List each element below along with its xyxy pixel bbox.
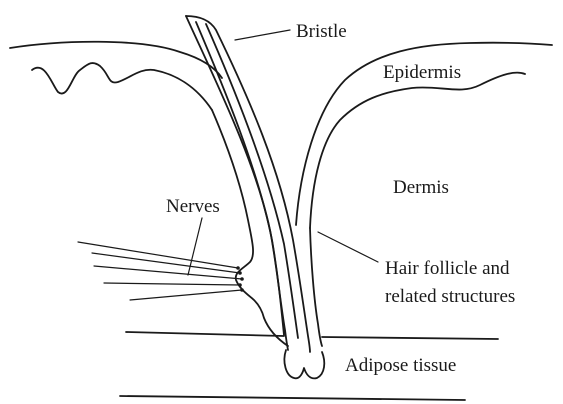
hair-follicle-leader-line — [318, 232, 378, 262]
bristle-shaft-outer — [186, 16, 288, 350]
hair-follicle-label-line2: related structures — [385, 286, 515, 307]
bottom-boundary — [120, 396, 465, 400]
hair-follicle-label-line1: Hair follicle and — [385, 258, 510, 279]
follicle-wall-left — [212, 110, 288, 346]
bristle-label: Bristle — [296, 21, 347, 42]
bristle-shaft-inner — [186, 16, 310, 352]
skin-surface-left — [10, 42, 222, 78]
adipose-tissue-label: Adipose tissue — [345, 355, 456, 376]
bristle-leader-line — [235, 30, 290, 40]
epidermis-dermis-boundary-left — [32, 63, 212, 110]
dermis-label: Dermis — [393, 177, 449, 198]
nerves-label: Nerves — [166, 196, 220, 217]
epidermis-dermis-boundary-right — [310, 73, 525, 228]
hair-bulb — [284, 350, 324, 378]
epidermis-label: Epidermis — [383, 62, 461, 83]
nerve-fibers — [78, 242, 244, 300]
follicle-wall-right — [310, 228, 322, 346]
dermis-adipose-boundary — [126, 332, 498, 339]
bristle-shaft-core-right — [206, 24, 298, 338]
